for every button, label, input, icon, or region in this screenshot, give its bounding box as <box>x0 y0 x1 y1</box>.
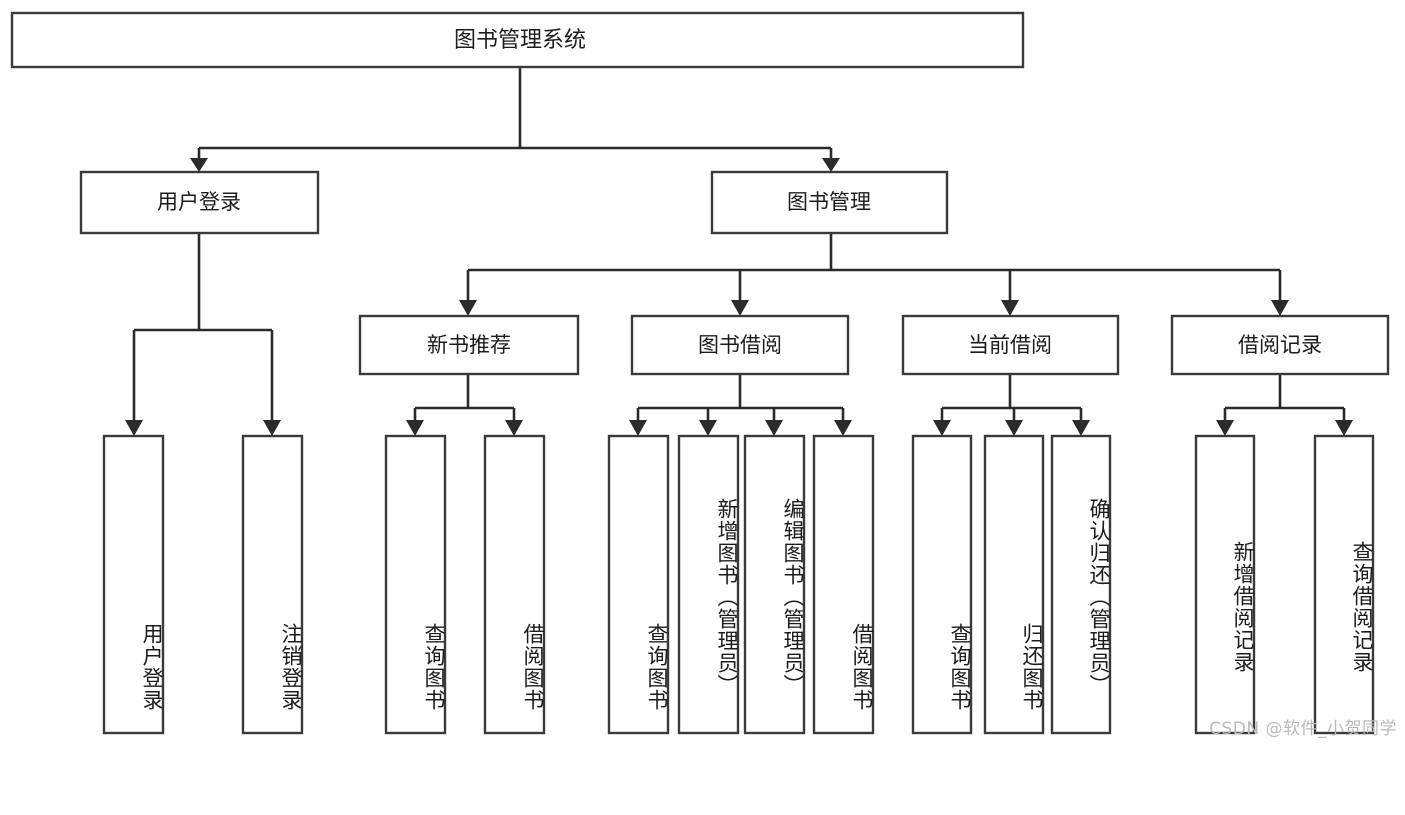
node-root-system[interactable] <box>10 11 1025 69</box>
node-borrow-record[interactable] <box>1170 314 1390 376</box>
node-borrow-record-label: 借阅记录 <box>1238 333 1322 357</box>
arrow-head-l3-0 <box>459 300 477 316</box>
node-book-borrow[interactable] <box>630 314 850 376</box>
arrow-head-bookmgmt <box>822 158 840 172</box>
arrow-head-leaf-bookborrow-2 <box>765 420 783 436</box>
arrow-head-l3-2 <box>1001 300 1019 316</box>
node-current-borrow[interactable] <box>901 314 1120 376</box>
arrow-head-leaf-currentborrow-1 <box>1005 420 1023 436</box>
arrow-head-leaf-borrowrecord-0 <box>1216 420 1234 436</box>
leaf-user-login-0[interactable] <box>102 434 165 735</box>
flowchart-diagram: 图书管理系统 用户登录 图书管理 新书推荐 图书借阅 当前借阅 借阅记录 <box>10 11 1397 739</box>
arrow-head-leaf-userlogin-0 <box>125 420 143 436</box>
arrow-head-l3-3 <box>1271 300 1289 316</box>
node-layer: 图书管理系统 用户登录 图书管理 新书推荐 图书借阅 当前借阅 借阅记录 <box>10 11 1390 735</box>
arrow-head-leaf-currentborrow-2 <box>1072 420 1090 436</box>
node-book-management-label: 图书管理 <box>787 190 871 214</box>
arrow-head-leaf-bookborrow-1 <box>699 420 717 436</box>
csdn-watermark: CSDN @软件_小贺同学 <box>1209 719 1397 739</box>
node-new-book-recommend-label: 新书推荐 <box>427 333 511 357</box>
node-new-book-recommend[interactable] <box>358 314 580 376</box>
leaf-borrow-record-1[interactable] <box>1313 434 1375 735</box>
node-current-borrow-label: 当前借阅 <box>968 333 1052 357</box>
node-user-login-label: 用户登录 <box>157 190 241 214</box>
leaf-new-book-recommend-0[interactable] <box>384 434 447 735</box>
arrow-head-leaf-newbook-1 <box>505 420 523 436</box>
arrow-head-leaf-borrowrecord-1 <box>1335 420 1353 436</box>
arrow-head-leaf-bookborrow-0 <box>629 420 647 436</box>
arrow-head-leaf-currentborrow-0 <box>933 420 951 436</box>
arrow-head-leaf-bookborrow-3 <box>834 420 852 436</box>
leaf-current-borrow-0[interactable] <box>911 434 973 735</box>
leaf-current-borrow-1[interactable] <box>983 434 1045 735</box>
leaf-borrow-record-0[interactable] <box>1194 434 1256 735</box>
leaf-new-book-recommend-1[interactable] <box>483 434 546 735</box>
leaf-current-borrow-2[interactable] <box>1050 434 1112 735</box>
node-root-system-label: 图书管理系统 <box>454 28 586 53</box>
leaf-book-borrow-2[interactable] <box>743 434 806 735</box>
leaf-book-borrow-0[interactable] <box>607 434 670 735</box>
leaf-user-login-1[interactable] <box>241 434 304 735</box>
arrow-head-leaf-newbook-0 <box>406 420 424 436</box>
arrow-head-l3-1 <box>731 300 749 316</box>
connector-layer <box>125 67 1353 436</box>
leaf-book-borrow-3[interactable] <box>812 434 875 735</box>
node-user-login[interactable] <box>79 170 320 235</box>
leaf-book-borrow-1[interactable] <box>677 434 740 735</box>
node-book-management[interactable] <box>710 170 949 235</box>
node-book-borrow-label: 图书借阅 <box>698 333 782 357</box>
arrow-head-leaf-userlogin-1 <box>263 420 281 436</box>
flowchart-canvas: 图书管理系统 用户登录 图书管理 新书推荐 图书借阅 当前借阅 借阅记录 <box>10 11 1390 735</box>
arrow-head-userlogin <box>190 158 208 172</box>
